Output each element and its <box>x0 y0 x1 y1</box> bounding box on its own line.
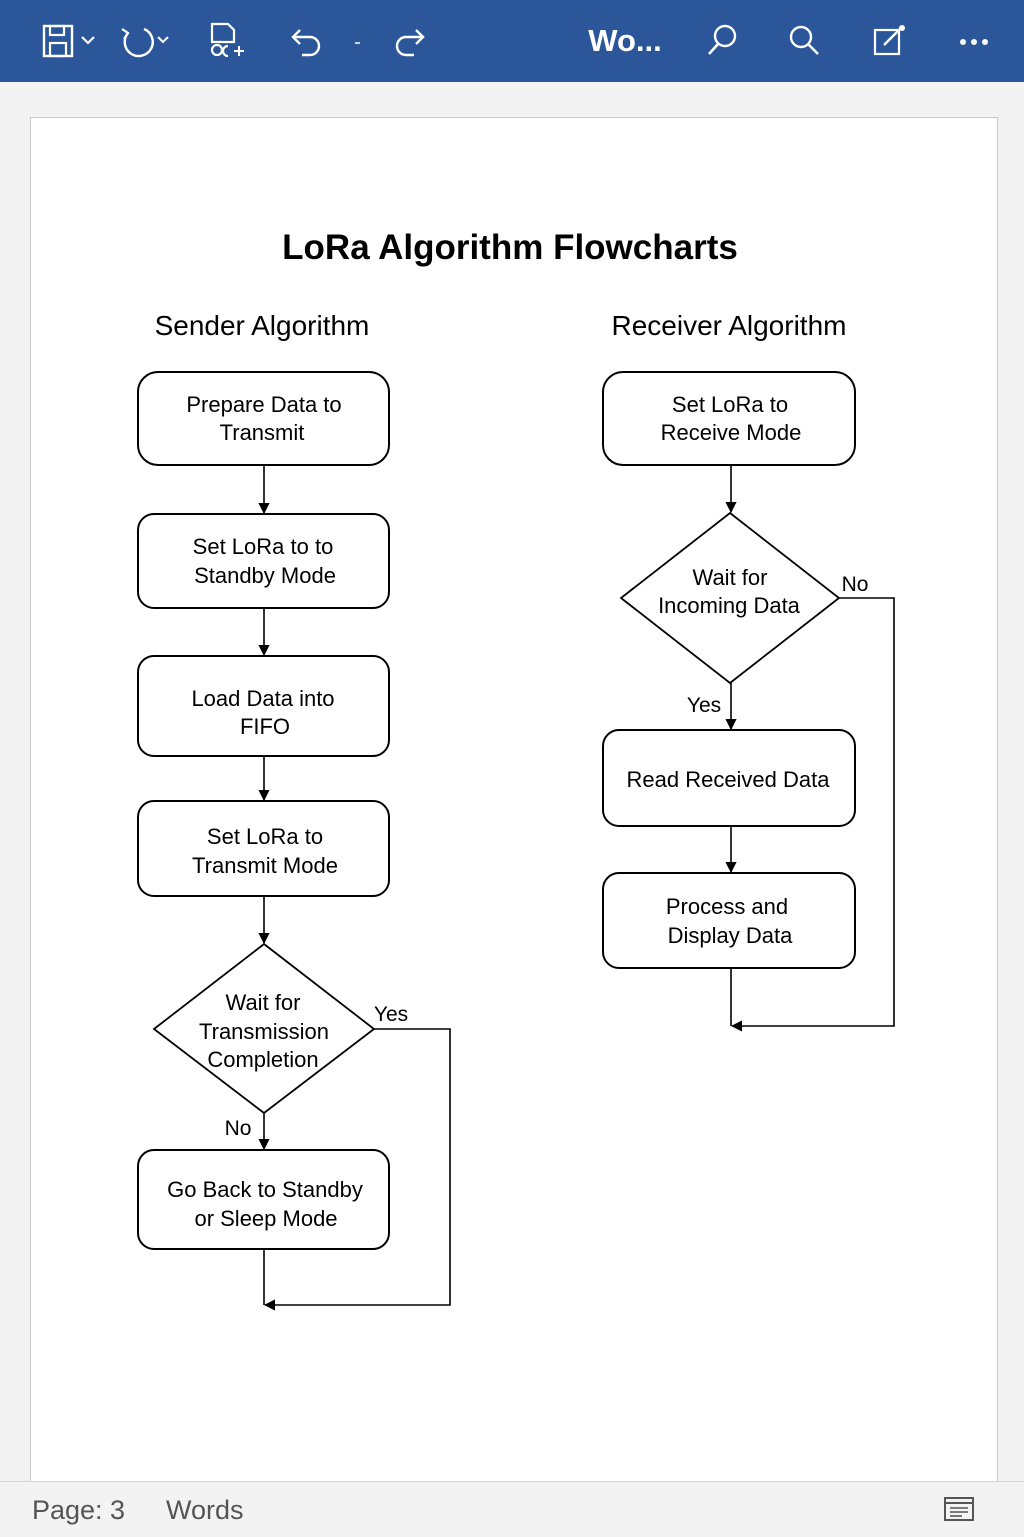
sender-step-4-line-2: Transmit Mode <box>192 853 338 878</box>
edit-button[interactable] <box>866 18 912 64</box>
sender-heading: Sender Algorithm <box>155 310 370 341</box>
redo-icon <box>395 29 425 57</box>
receiver-decision-line-2: Incoming Data <box>658 593 801 618</box>
autosave-button[interactable] <box>114 18 172 64</box>
print-layout-icon <box>944 1497 974 1521</box>
status-bar: Page: 3 Words <box>0 1481 1024 1537</box>
edit-icon <box>873 25 905 56</box>
sender-step-2[interactable]: Set LoRa to to Standby Mode <box>137 513 390 609</box>
print-layout-button[interactable] <box>942 1494 976 1524</box>
sender-final-line-2: or Sleep Mode <box>194 1206 337 1231</box>
receiver-yes-label: Yes <box>687 694 721 717</box>
tell-me-button[interactable] <box>700 18 744 64</box>
sender-decision-line-2: Transmission <box>199 1019 329 1044</box>
receiver-no-label: No <box>842 573 869 596</box>
receiver-decision-line-1: Wait for <box>693 565 768 590</box>
lightbulb-search-icon <box>708 24 737 55</box>
save-icon <box>42 24 95 58</box>
flowchart-diagram: LoRa Algorithm Flowcharts Sender Algorit… <box>137 228 895 1311</box>
receiver-start-line-2: Receive Mode <box>661 420 802 445</box>
sender-decision-line-3: Completion <box>207 1047 318 1072</box>
sender-step-4[interactable]: Set LoRa to Transmit Mode <box>137 800 390 897</box>
dash-icon <box>355 42 360 44</box>
search-button[interactable] <box>782 18 826 64</box>
undo-button[interactable] <box>284 18 328 64</box>
search-icon <box>789 25 819 55</box>
more-icon <box>960 39 988 45</box>
receiver-start-step[interactable]: Set LoRa to Receive Mode <box>602 371 856 466</box>
receiver-step-process-line-2: Display Data <box>668 923 793 948</box>
sender-step-1[interactable]: Prepare Data to Transmit <box>137 371 390 466</box>
receiver-no-loop-connector <box>730 597 895 1032</box>
receiver-heading: Receiver Algorithm <box>612 310 847 341</box>
redo-button[interactable] <box>388 18 432 64</box>
page-number: Page: 3 <box>32 1495 126 1525</box>
format-painter-icon <box>210 22 244 58</box>
sender-yes-loop-connector <box>263 1028 451 1311</box>
sender-yes-label: Yes <box>374 1003 408 1026</box>
sender-final-step[interactable]: Go Back to Standby or Sleep Mode <box>137 1149 390 1250</box>
document-title-heading: LoRa Algorithm Flowcharts <box>282 228 738 267</box>
document-page[interactable] <box>30 117 998 1482</box>
more-button[interactable] <box>952 18 996 64</box>
save-button[interactable] <box>38 18 100 64</box>
sender-step-3-line-1: Load Data into <box>191 686 334 711</box>
undo-icon <box>291 29 321 57</box>
ribbon-toolbar: Wo... <box>0 0 1024 82</box>
sender-step-3-line-2: FIFO <box>240 714 290 739</box>
sender-step-1-line-2: Transmit <box>220 420 305 445</box>
receiver-step-read[interactable]: Read Received Data <box>602 729 856 827</box>
sender-step-4-line-1: Set LoRa to <box>207 824 323 849</box>
undo-dropdown[interactable] <box>348 18 368 64</box>
sender-decision-line-1: Wait for <box>226 990 301 1015</box>
format-painter-button[interactable] <box>204 18 250 64</box>
chevron-down-icon <box>81 36 95 45</box>
receiver-step-read-label: Read Received Data <box>626 767 830 792</box>
sender-decision[interactable]: Wait for Transmission Completion <box>152 942 376 1115</box>
receiver-step-process[interactable]: Process and Display Data <box>602 872 856 969</box>
receiver-decision[interactable]: Wait for Incoming Data <box>619 511 841 685</box>
sender-step-2-line-2: Standby Mode <box>194 563 336 588</box>
sender-step-3[interactable]: Load Data into FIFO <box>137 655 390 757</box>
word-count[interactable]: Words <box>166 1495 244 1525</box>
document-title: Wo... <box>588 23 662 58</box>
sender-final-line-1: Go Back to Standby <box>167 1177 363 1202</box>
receiver-step-process-line-1: Process and <box>666 894 788 919</box>
sender-no-label: No <box>225 1117 252 1140</box>
receiver-start-line-1: Set LoRa to <box>672 392 788 417</box>
autosave-icon <box>121 27 169 58</box>
sender-step-1-line-1: Prepare Data to <box>186 392 341 417</box>
sender-step-2-line-1: Set LoRa to to <box>193 534 334 559</box>
